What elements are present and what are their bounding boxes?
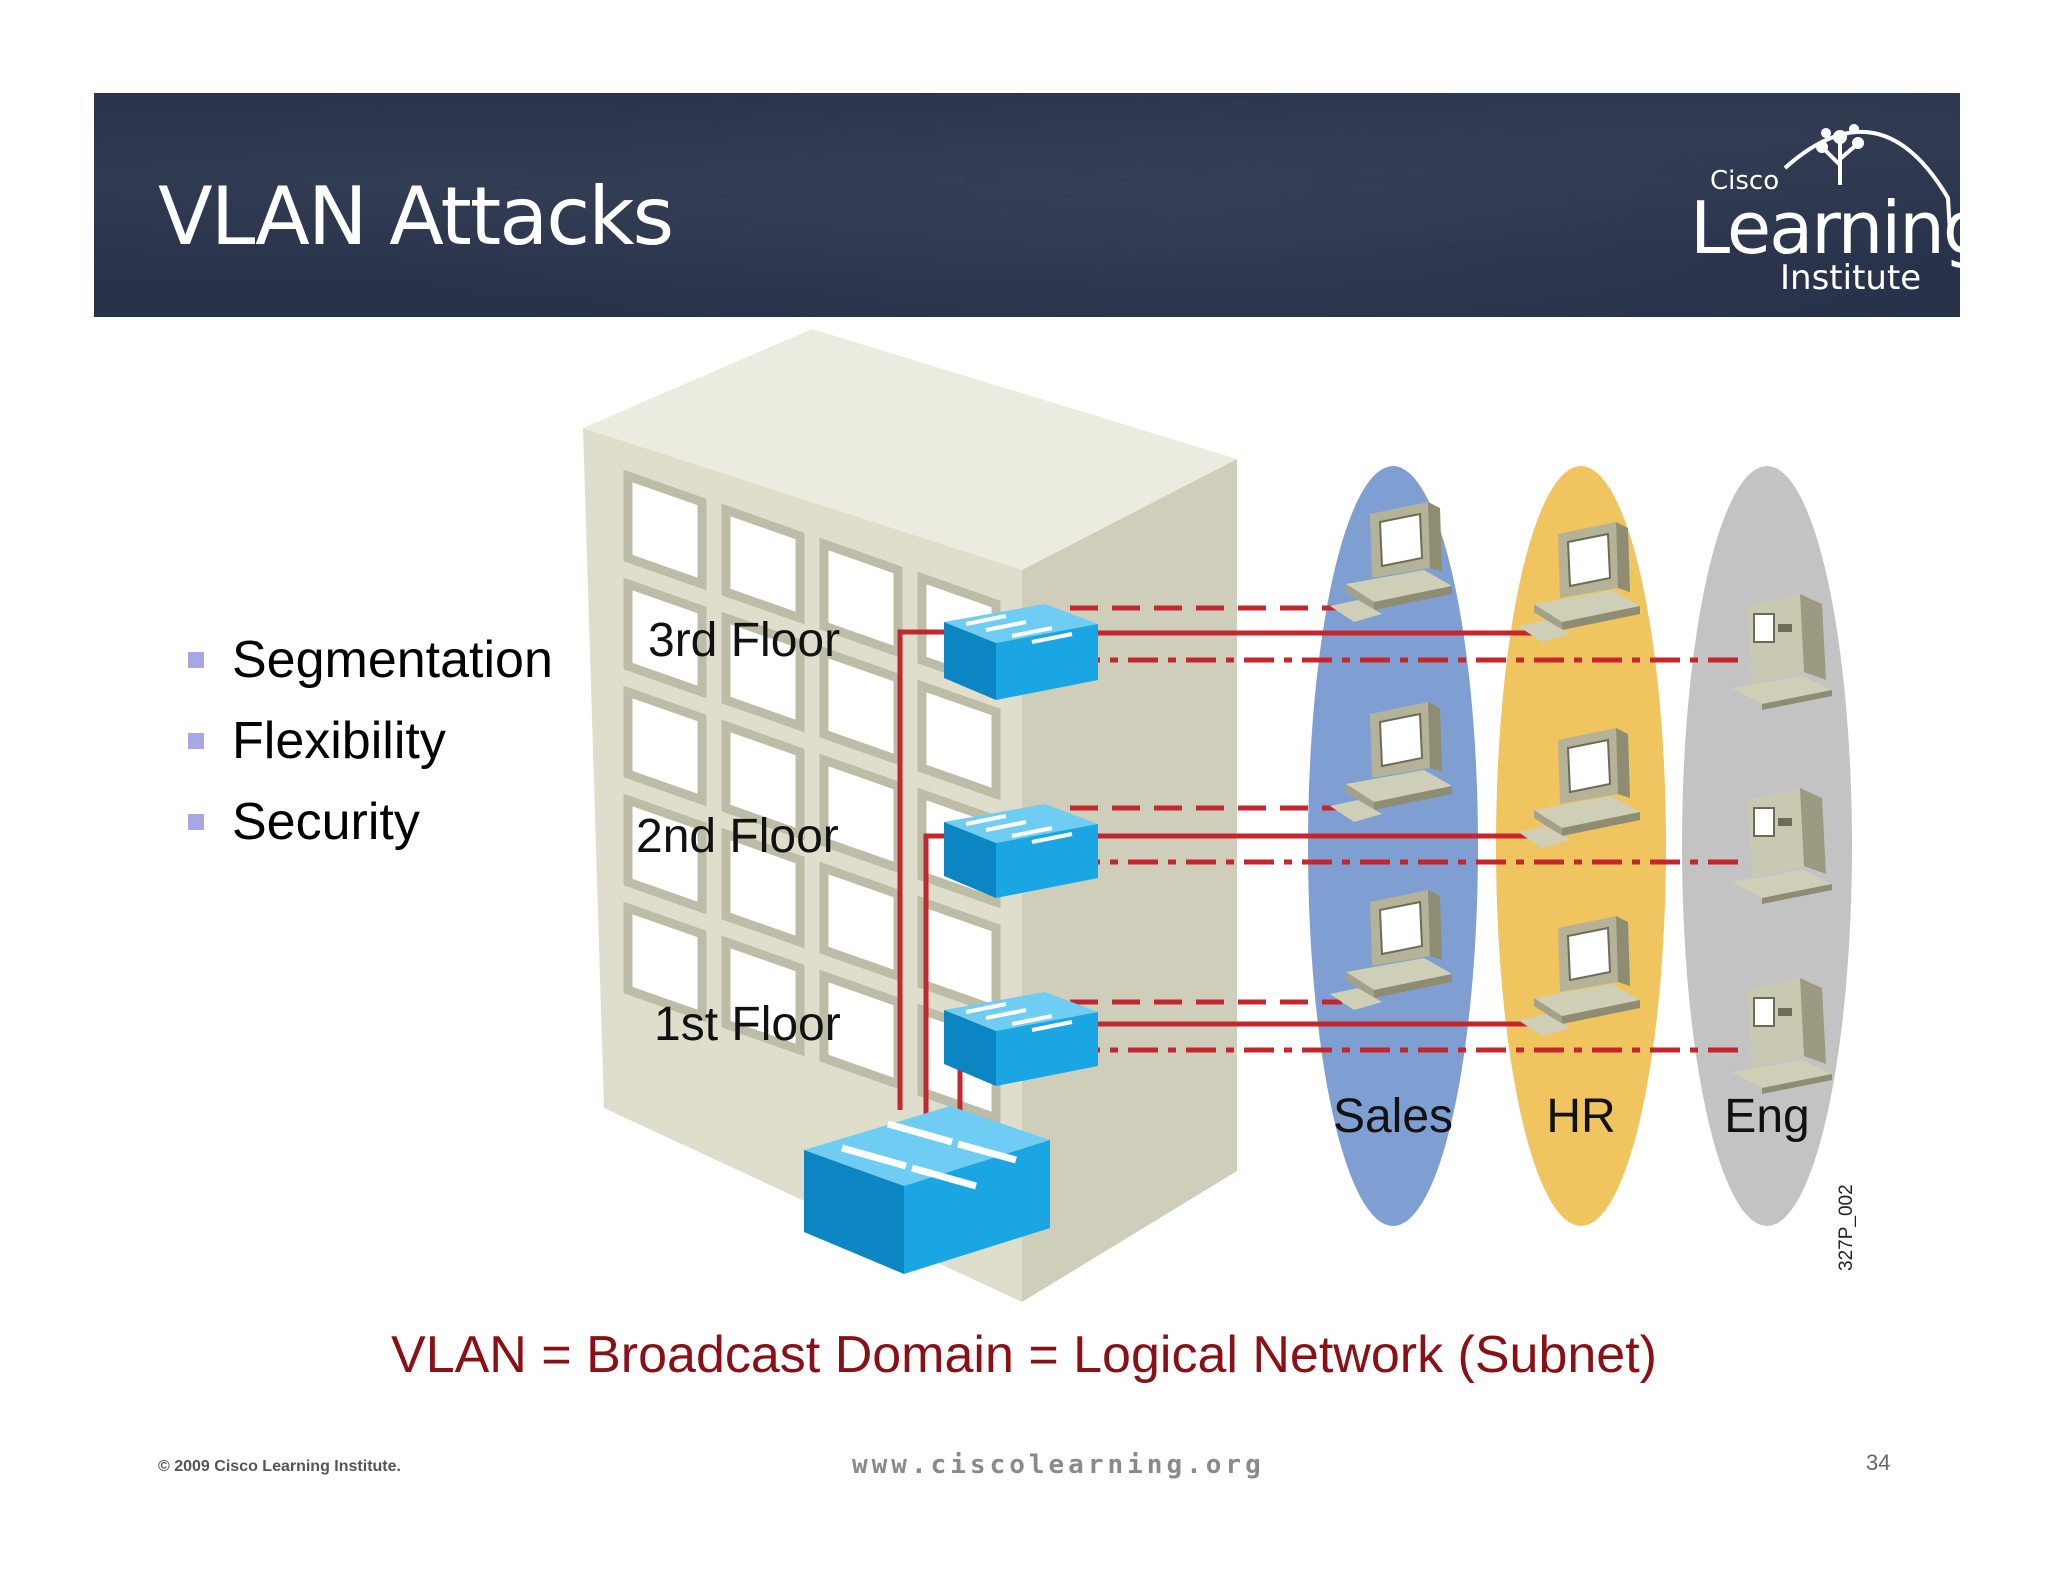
group-label-sales: Sales — [1333, 1090, 1453, 1143]
logo-brand: Cisco — [1710, 166, 1779, 196]
group-label-hr: HR — [1546, 1090, 1615, 1143]
switch-2nd-floor — [944, 804, 1098, 898]
cisco-learning-logo: Cisco Learning Institute — [1690, 124, 1960, 298]
title-banner: VLAN Attacks Cisco Learning Institute — [94, 93, 1960, 317]
vlan-links — [897, 605, 1740, 1124]
tree-icon — [1816, 124, 1864, 185]
copyright: © 2009 Cisco Learning Institute. — [158, 1458, 401, 1475]
bullet-security: Security — [186, 782, 553, 863]
footer-url: www.ciscolearning.org — [852, 1450, 1265, 1480]
bullet-flexibility: Flexibility — [186, 701, 553, 782]
sales-group-oval — [1308, 466, 1478, 1226]
logo-sub: Institute — [1780, 258, 1921, 298]
bullet-segmentation: Segmentation — [186, 620, 553, 701]
hr-group-oval — [1496, 466, 1666, 1226]
floor-label-1st: 1st Floor — [654, 998, 841, 1051]
logo-word: Learning — [1690, 186, 1960, 270]
floor-label-3rd: 3rd Floor — [648, 614, 840, 667]
figure-id: 327P_002 — [1836, 1184, 1857, 1271]
caption: VLAN = Broadcast Domain = Logical Networ… — [391, 1326, 1657, 1384]
switch-3rd-floor — [944, 604, 1098, 700]
core-switch — [804, 1106, 1050, 1274]
page-number: 34 — [1866, 1450, 1891, 1475]
page-title: VLAN Attacks — [158, 170, 674, 263]
switch-1st-floor — [944, 992, 1098, 1086]
bullet-list: Segmentation Flexibility Security — [186, 620, 553, 863]
group-label-eng: Eng — [1724, 1090, 1809, 1143]
floor-label-2nd: 2nd Floor — [636, 810, 839, 863]
logo-arc — [1783, 129, 1952, 234]
